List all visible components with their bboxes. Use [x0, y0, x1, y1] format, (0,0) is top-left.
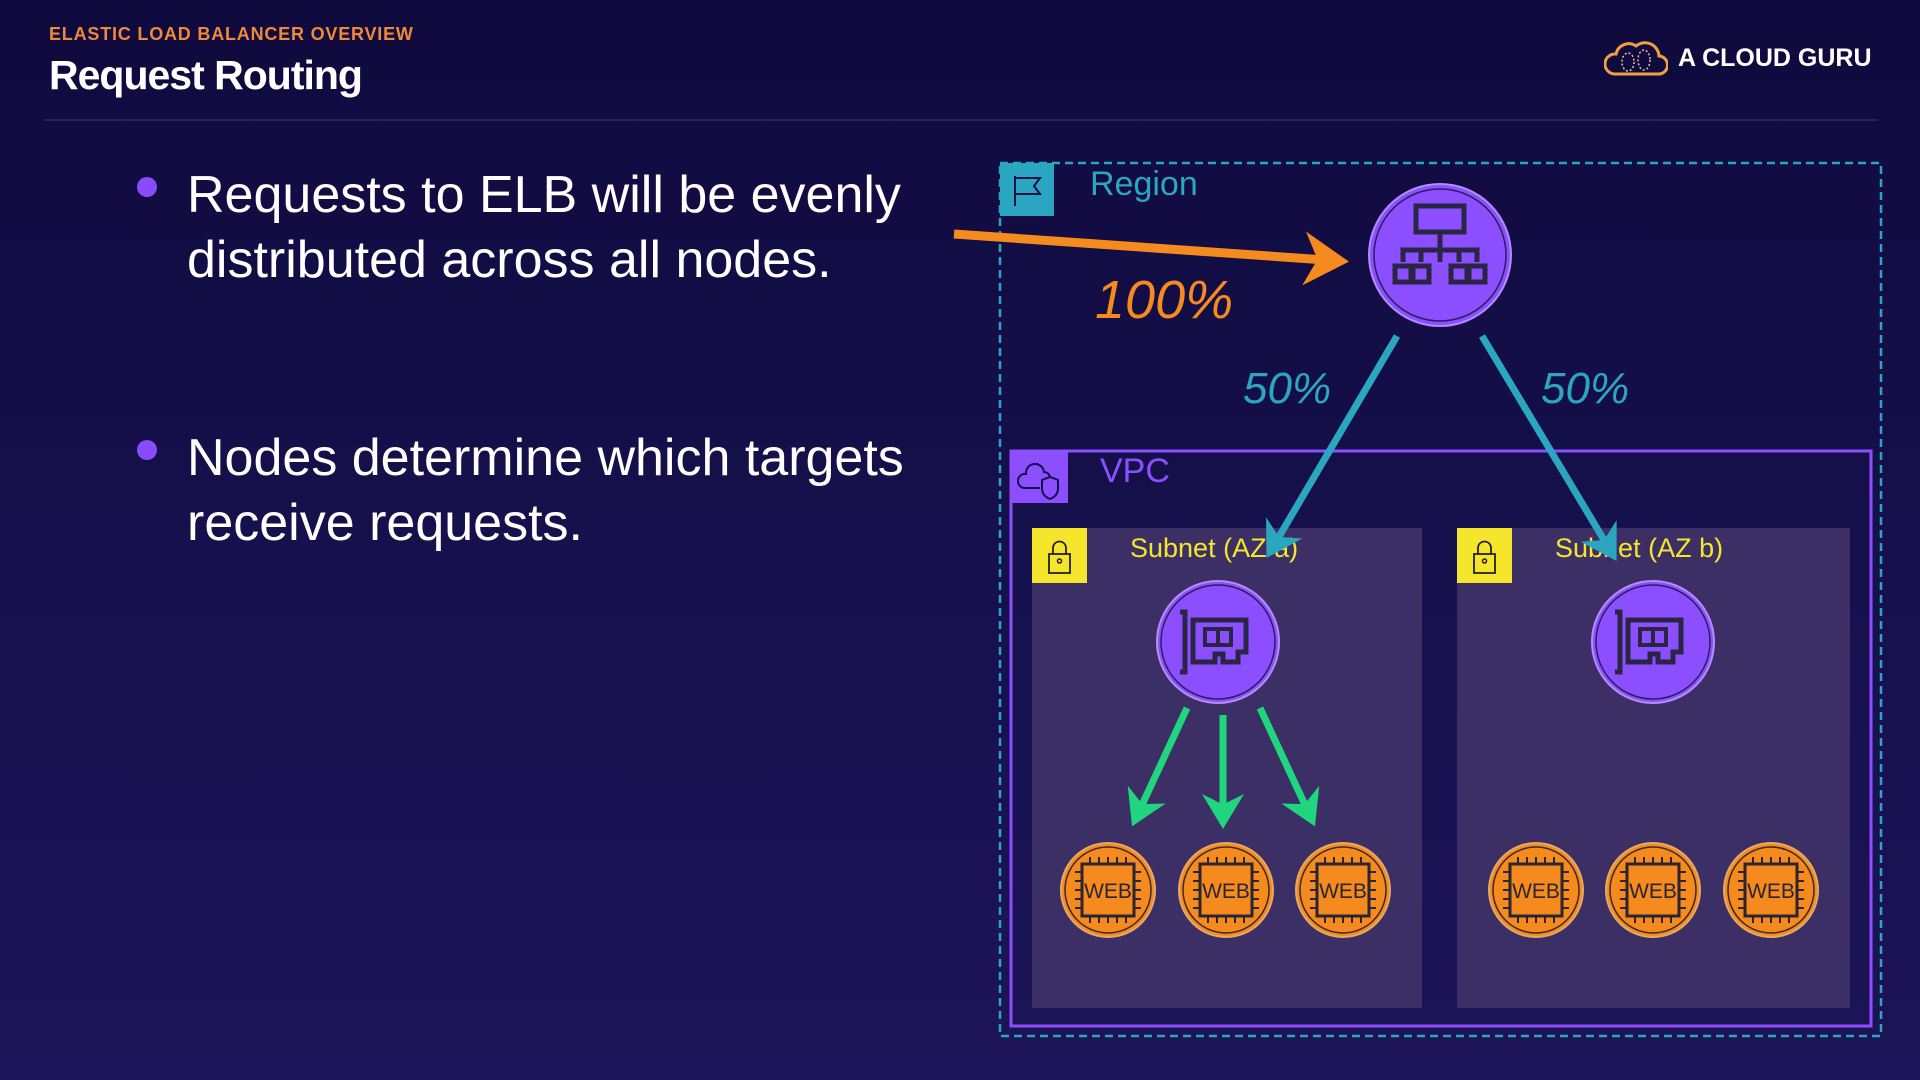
ec2-chip-icon: WEB	[1060, 842, 1156, 938]
bullet-item: Nodes determine which targets receive re…	[137, 426, 937, 556]
page-title: Request Routing	[49, 52, 363, 98]
section-eyebrow: ELASTIC LOAD BALANCER OVERVIEW	[49, 24, 414, 44]
lock-icon	[1457, 528, 1512, 583]
incoming-traffic-arrow	[953, 229, 1349, 286]
split-right-percent-label: 50%	[1541, 364, 1629, 413]
load-balancer-icon	[1368, 183, 1512, 327]
vpc-label: VPC	[1100, 452, 1170, 490]
lock-icon	[1032, 528, 1087, 583]
brand-logo: A CLOUD GURU	[1604, 38, 1872, 78]
bullet-dot	[137, 177, 157, 197]
bullet-text: Nodes determine which targets receive re…	[187, 429, 904, 552]
brand-name: A CLOUD GURU	[1678, 43, 1872, 72]
ec2-chip-icon: WEB	[1295, 842, 1391, 938]
header-divider	[44, 119, 1878, 121]
network-interface-icon	[1156, 580, 1280, 704]
target-label: WEB	[1319, 880, 1367, 903]
route-arrow-az-a	[1266, 334, 1401, 559]
bullet-item: Requests to ELB will be evenly distribut…	[137, 163, 937, 293]
route-arrow-az-b	[1478, 334, 1617, 562]
ec2-chip-icon: WEB	[1488, 842, 1584, 938]
cloud-shield-icon	[1011, 451, 1068, 503]
target-label: WEB	[1747, 880, 1795, 903]
ec2-chip-icon: WEB	[1605, 842, 1701, 938]
flag-icon	[1000, 163, 1054, 216]
ec2-chip-icon: WEB	[1178, 842, 1274, 938]
target-label: WEB	[1084, 880, 1132, 903]
region-boundary	[998, 161, 1883, 1038]
network-interface-icon	[1591, 580, 1715, 704]
split-left-percent-label: 50%	[1243, 364, 1331, 413]
cloud-logo-icon	[1604, 41, 1668, 76]
vpc-boundary	[1009, 449, 1873, 1028]
subnet-label: Subnet (AZ b)	[1555, 533, 1723, 563]
incoming-percent-label: 100%	[1095, 270, 1233, 330]
target-label: WEB	[1202, 880, 1250, 903]
ec2-chip-icon: WEB	[1723, 842, 1819, 938]
target-label: WEB	[1629, 880, 1677, 903]
target-arrow	[1127, 706, 1191, 827]
bullet-dot	[137, 440, 157, 460]
target-arrow	[1256, 706, 1320, 827]
target-label: WEB	[1512, 880, 1560, 903]
bullet-text: Requests to ELB will be evenly distribut…	[187, 166, 901, 289]
region-label: Region	[1090, 165, 1198, 203]
